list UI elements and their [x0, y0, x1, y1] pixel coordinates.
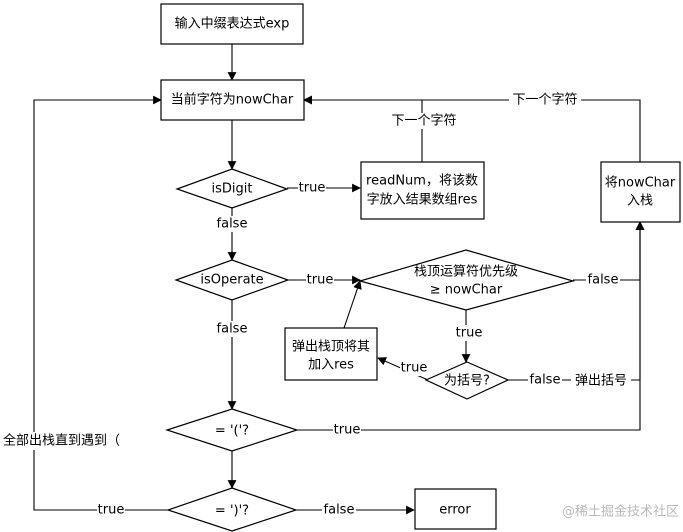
node-pop-top	[284, 327, 378, 381]
label-close-paren-true: true	[98, 503, 125, 518]
label-next-char-1: 下一个字符	[391, 113, 456, 129]
node-push-char-line1: 将nowChar	[605, 176, 676, 191]
node-input-exp	[160, 3, 304, 45]
node-is-close-paren-label: = ')'?	[215, 504, 249, 519]
node-is-operate-label: isOperate	[200, 273, 263, 288]
node-stack-top-line1: 栈顶运算符优先级	[414, 264, 518, 280]
label-pop-all: 全部出栈直到遇到（	[3, 433, 120, 449]
label-open-paren-true: true	[334, 423, 361, 438]
node-is-open-paren-label: = '('?	[215, 424, 249, 439]
edge-openparen-true	[297, 221, 645, 431]
label-operate-true: true	[307, 273, 334, 288]
node-read-num-line1: readNum，将该数	[366, 174, 478, 189]
node-is-bracket-label: 为括号?	[444, 374, 490, 389]
node-is-digit	[175, 168, 289, 209]
node-stack-top-line2: ≥ nowChar	[430, 283, 503, 298]
node-read-num	[360, 161, 485, 220]
edge-priority-false	[573, 221, 645, 281]
node-push-char-line2: 入栈	[627, 194, 653, 209]
label-priority-true: true	[456, 326, 483, 341]
node-pop-top-line1: 弹出栈顶将其	[292, 340, 370, 355]
label-priority-false: false	[588, 273, 619, 288]
label-close-paren-false: false	[324, 503, 355, 518]
label-digit-true: true	[299, 181, 326, 196]
watermark: @稀土掘金技术社区	[562, 504, 679, 520]
node-error	[414, 488, 497, 530]
label-next-char-2: 下一个字符	[512, 92, 577, 108]
node-input-exp-label: 输入中缀表达式exp	[175, 16, 290, 32]
node-current-char-label: 当前字符为nowChar	[171, 92, 294, 108]
edge-push-next	[303, 95, 641, 162]
node-error-label: error	[439, 503, 471, 518]
label-pop-bracket: 弹出括号	[575, 374, 627, 389]
edge-bracket-false	[508, 221, 645, 381]
node-push-char	[600, 161, 681, 223]
node-is-open-paren	[165, 408, 299, 452]
node-read-num-line2: 字放入结果数组res	[367, 193, 478, 208]
node-pop-top-line2: 加入res	[308, 358, 354, 373]
node-current-char	[160, 79, 305, 121]
edge-readnum-next	[303, 95, 423, 162]
node-stack-top-priority	[357, 249, 576, 311]
node-is-bracket	[424, 361, 510, 400]
label-bracket-false: false	[530, 373, 561, 388]
label-operate-false: false	[217, 322, 248, 337]
node-is-operate	[174, 259, 290, 301]
label-bracket-true: true	[401, 361, 428, 376]
edge-poptop-to-priority	[343, 280, 362, 329]
node-is-close-paren	[166, 487, 298, 532]
label-digit-false: false	[217, 217, 248, 232]
node-is-digit-label: isDigit	[212, 182, 253, 197]
